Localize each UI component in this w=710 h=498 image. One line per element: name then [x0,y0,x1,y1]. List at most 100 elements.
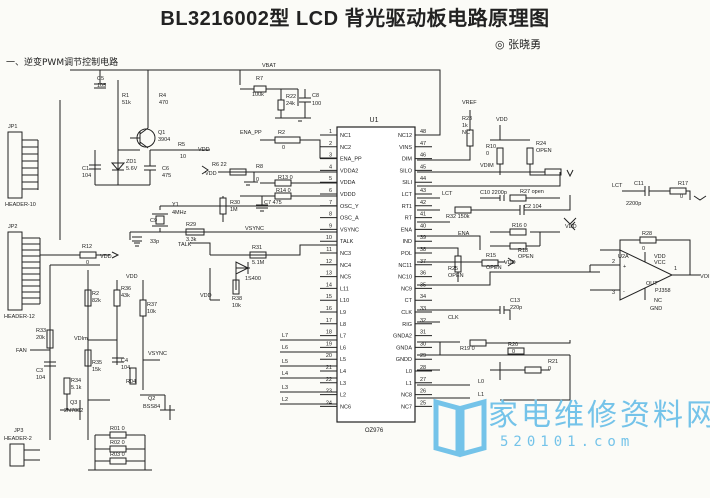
label-r34v: 5.1k [71,385,82,391]
ic-pin-number: 47 [420,141,426,147]
ic-pin-name: NC10 [398,275,412,281]
label-r4: R4 [159,93,166,99]
ic-pin-number: 38 [420,247,426,253]
label-r6: R6 22 [212,162,227,168]
label-vref: VREF [462,100,477,106]
ic-pin-number: 42 [420,200,426,206]
label-r17v: 0 [680,194,683,200]
ic-u1-pins: 1NC12NC23ENA_PP4VDDA25VDDA6VDDD7OSC_Y8OS… [320,129,432,410]
label-r5v: 10 [180,154,186,160]
label-lct2: LCT [612,183,623,189]
label-r5: R5 [178,142,185,148]
label-q1: Q1 [158,130,165,136]
ic-pin-number: 34 [420,294,426,300]
label-r17: R17 [678,181,688,187]
label-c11v: 2200p [626,201,641,207]
ic-pin-number: 41 [420,212,426,218]
label-r18v: OPEN [518,254,534,260]
label-vbat: VBAT [262,63,277,69]
resistor-r15 [481,259,499,267]
label-r15: R15 [486,253,496,259]
label-r12v: 0 [86,260,89,266]
label-c1v: 104 [82,173,91,179]
label-p5: 1 [674,266,677,272]
ic-pin-number: 16 [326,306,332,312]
label-out: OUT [646,281,658,287]
label-q3: Q3 [70,400,77,406]
label-r24: R24 [536,141,546,147]
ic-pin-name: NC1 [340,133,351,139]
ic-pin-number: 3 [329,153,332,159]
watermark-text: 家电维修资料网 [488,398,710,433]
ic-u1-body [336,126,416,423]
label-gnd: GND [650,306,662,312]
label-lo: L0 [478,379,484,385]
author-byline: ◎ 张晓勇 [495,38,542,51]
ic-pin-name: GNDA [396,345,412,351]
ic-pin-number: 24 [326,400,332,406]
label-r7v: 100k [252,92,264,98]
ic-pin-name: ENA_PP [340,157,362,163]
ic-pin-name: L1 [406,381,412,387]
ic-pin-number: 13 [326,271,332,277]
label-jp2: JP2 [8,224,17,230]
wiring [7,69,700,471]
label-c2: C2 104 [524,204,542,210]
watermark-url: 520101.com [500,434,635,450]
resistor-r2b [84,289,92,307]
ic-pin-number: 28 [420,365,426,371]
resistor-r21 [524,366,542,374]
label-vdd1: VDD [198,147,210,153]
ic-pin-number: 27 [420,377,426,383]
ic-pin-name: NC11 [398,263,412,269]
label-vdd9: VDD [654,254,666,260]
ic-pin-name: L5 [340,357,346,363]
label-jp1: JP1 [8,124,17,130]
ic-pin-name: L8 [340,322,346,328]
label-r33v: 20k [36,335,45,341]
label-lct1: LCT [442,191,453,197]
label-c8: C8 [312,93,319,99]
label-r2v: 0 [282,145,285,151]
book-logo-icon [433,398,487,458]
label-c7: C7 475 [264,200,282,206]
label-r22v: 24k [286,101,295,107]
label-hdr2: HEADER-2 [4,436,32,442]
label-r20v: 0 [512,349,515,355]
ic-pin-name: CT [405,298,413,304]
label-r03: R03 0 [110,452,125,458]
label-clk: CLK [448,315,459,321]
ic-pin-number: 25 [420,400,426,406]
resistor-r04 [129,367,137,385]
label-c3: C3 [36,368,43,374]
label-c8v: 100 [312,101,321,107]
label-c6: C6 [162,166,169,172]
ic-pin-name: GNDD [396,357,412,363]
label-c4v: 104 [121,365,130,371]
ic-pin-name: NC9 [401,286,412,292]
label-r30: R30 [230,200,240,206]
ic-pin-name: L2 [340,393,346,399]
label-c4: C4 [121,358,128,364]
ic-pin-name: L10 [340,298,349,304]
ic-pin-number: 39 [420,235,426,241]
ic-pin-name: NC7 [401,404,412,410]
label-r31: R31 [252,245,262,251]
resistor-r28 [639,236,657,244]
label-r21v: 0 [548,366,551,372]
ic-pin-number: 44 [420,176,426,182]
ic-pin-name: NC5 [340,275,351,281]
label-d1: 1S400 [245,276,261,282]
ic-pin-name: OSC_Y [340,204,359,210]
label-r36: R36 [121,286,131,292]
ic-pin-name: SILI [402,180,412,186]
label-nc: NC [654,298,662,304]
label-vcc: VCC [654,260,666,266]
ic-pin-number: 5 [329,176,332,182]
label-r04: R04 [126,379,136,385]
ic-pin-number: 1 [329,129,332,135]
ic-pin-number: 29 [420,353,426,359]
ic-pin-name: NC8 [401,393,412,399]
ic-u1-label: U1 [370,117,379,124]
